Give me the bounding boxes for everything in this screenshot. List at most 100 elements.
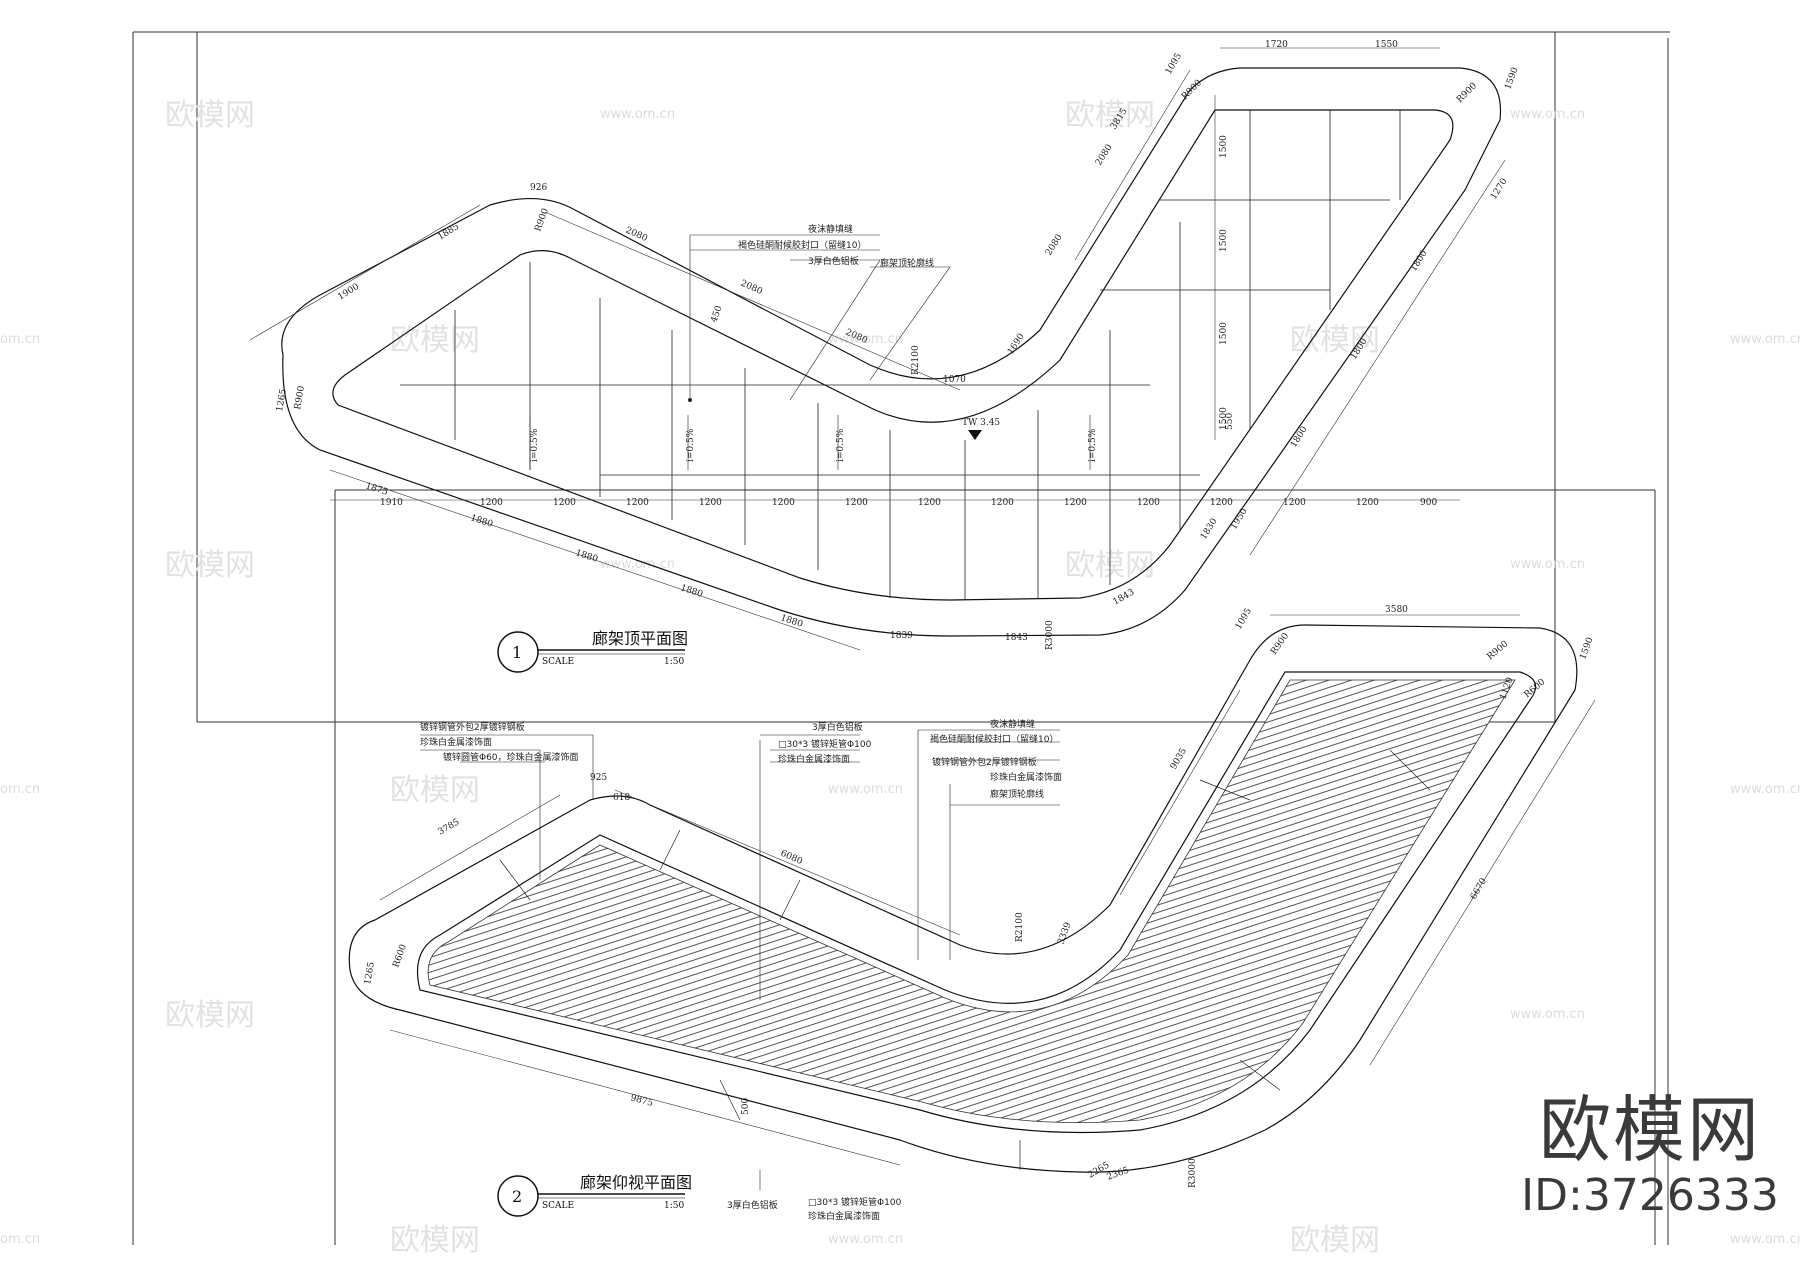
svg-text:R600: R600 [1523, 677, 1548, 700]
svg-text:1265: 1265 [363, 961, 377, 986]
svg-text:6670: 6670 [1469, 876, 1489, 901]
svg-text:3339: 3339 [1056, 921, 1073, 946]
svg-text:www.om.cn: www.om.cn [828, 782, 903, 797]
svg-text:1880: 1880 [574, 548, 599, 565]
svg-text:1200: 1200 [918, 498, 941, 508]
svg-text:R900: R900 [293, 385, 307, 411]
svg-text:2080: 2080 [624, 226, 649, 245]
svg-text:900: 900 [1420, 498, 1437, 508]
svg-text:1500: 1500 [1219, 322, 1229, 345]
svg-text:1500: 1500 [1219, 135, 1229, 158]
svg-text:om.cn: om.cn [0, 782, 40, 797]
roof-plan-title: 1 廊架顶平面图 SCALE 1:50 [497, 629, 688, 673]
svg-text:9035: 9035 [1169, 746, 1189, 771]
svg-text:926: 926 [530, 183, 547, 193]
svg-text:欧模网: 欧模网 [390, 1223, 480, 1258]
brand-id: ID:3726333 [1521, 1170, 1779, 1221]
ceiling-leader-notes: 镀锌钢管外包2厚镀锌钢板 珍珠白金属漆饰面 镀锌圆管Φ60，珍珠白金属漆饰面 3… [420, 718, 1062, 1222]
brand-watermark: 欧模网 ID:3726333 [1510, 1090, 1790, 1222]
svg-text:SCALE: SCALE [542, 657, 574, 667]
svg-text:1200: 1200 [626, 498, 649, 508]
ceiling-plan-title: 2 廊架仰视平面图 SCALE 1:50 [497, 1173, 692, 1217]
svg-text:1200: 1200 [1283, 498, 1306, 508]
svg-text:1843: 1843 [1112, 587, 1137, 607]
svg-text:TW 3.45: TW 3.45 [962, 418, 1000, 428]
svg-text:褐色硅酮耐候胶封口（留缝10）: 褐色硅酮耐候胶封口（留缝10） [738, 239, 866, 251]
svg-text:www.om.cn: www.om.cn [600, 107, 675, 122]
svg-text:R2100: R2100 [911, 345, 921, 375]
ceiling-beam-marks [499, 749, 1431, 1170]
svg-text:1200: 1200 [845, 498, 868, 508]
svg-text:欧模网: 欧模网 [165, 548, 255, 583]
svg-text:2080: 2080 [739, 279, 764, 298]
svg-text:珍珠白金属漆饰面: 珍珠白金属漆饰面 [808, 1210, 880, 1222]
svg-text:R900: R900 [533, 207, 551, 233]
svg-text:1200: 1200 [480, 498, 503, 508]
svg-text:2080: 2080 [1044, 233, 1065, 258]
svg-text:450: 450 [709, 304, 724, 324]
svg-text:1720: 1720 [1265, 40, 1288, 50]
svg-text:欧模网: 欧模网 [390, 323, 480, 358]
svg-text:om.cn: om.cn [0, 332, 40, 347]
svg-text:SCALE: SCALE [542, 1201, 574, 1211]
svg-text:www.om.cn: www.om.cn [828, 1232, 903, 1247]
ceiling-slat-area [427, 679, 1516, 1124]
svg-text:1500: 1500 [1219, 407, 1229, 430]
svg-text:1880: 1880 [679, 583, 704, 600]
svg-text:欧模网: 欧模网 [1290, 323, 1380, 358]
svg-text:珍珠白金属漆饰面: 珍珠白金属漆饰面 [778, 753, 850, 765]
svg-text:夜沫静填缝: 夜沫静填缝 [808, 223, 853, 235]
roof-slope-marks: i=0.5% i=0.5% i=0.5% i=0.5% [529, 415, 1098, 470]
svg-text:1800: 1800 [1409, 249, 1430, 274]
svg-text:1875: 1875 [364, 481, 389, 498]
svg-text:3厚白色铝板: 3厚白色铝板 [812, 721, 863, 733]
svg-text:R3000: R3000 [1188, 1158, 1198, 1188]
svg-text:1200: 1200 [553, 498, 576, 508]
svg-text:3785: 3785 [437, 817, 462, 837]
svg-text:www.om.cn: www.om.cn [1510, 557, 1585, 572]
drawing-number-circle [497, 631, 539, 673]
roof-grid-lines [400, 110, 1401, 600]
svg-text:欧模网: 欧模网 [1290, 1223, 1380, 1258]
roof-dimension-lines [249, 47, 1506, 651]
svg-text:廊架仰视平面图: 廊架仰视平面图 [580, 1173, 692, 1192]
svg-text:珍珠白金属漆饰面: 珍珠白金属漆饰面 [420, 736, 492, 748]
svg-text:i=0.5%: i=0.5% [530, 428, 540, 462]
svg-text:i=0.5%: i=0.5% [1088, 428, 1098, 462]
svg-text:1839: 1839 [890, 631, 913, 641]
svg-text:www.om.cn: www.om.cn [1730, 1232, 1800, 1247]
svg-text:褐色硅酮耐候胶封口（留缝10）: 褐色硅酮耐候胶封口（留缝10） [930, 733, 1058, 745]
svg-text:1950: 1950 [1229, 507, 1250, 532]
drawing-number-circle [497, 1175, 539, 1217]
svg-text:1910: 1910 [380, 498, 403, 508]
svg-text:www.om.cn: www.om.cn [1510, 1007, 1585, 1022]
svg-text:廊架顶轮廓线: 廊架顶轮廓线 [990, 788, 1044, 800]
sheet-frames [132, 31, 1670, 1245]
svg-text:1200: 1200 [1137, 498, 1160, 508]
svg-text:镀锌钢管外包2厚镀锌钢板: 镀锌钢管外包2厚镀锌钢板 [420, 721, 525, 733]
svg-text:1590: 1590 [1578, 636, 1595, 661]
svg-text:□30*3 镀锌矩管Φ100: □30*3 镀锌矩管Φ100 [808, 1196, 902, 1208]
svg-text:www.om.cn: www.om.cn [1510, 107, 1585, 122]
elevation-marker: TW 3.45 [962, 418, 1000, 440]
svg-text:廊架顶平面图: 廊架顶平面图 [592, 629, 688, 648]
svg-text:3580: 3580 [1385, 605, 1408, 615]
svg-text:2080: 2080 [1094, 143, 1115, 168]
svg-text:镀锌圆管Φ60，珍珠白金属漆饰面: 镀锌圆管Φ60，珍珠白金属漆饰面 [443, 751, 579, 763]
svg-text:□30*3 镀锌矩管Φ100: □30*3 镀锌矩管Φ100 [778, 738, 872, 750]
leader-dot [688, 398, 692, 402]
svg-text:1095: 1095 [1234, 606, 1254, 631]
svg-text:1550: 1550 [1375, 40, 1398, 50]
svg-text:i=0.5%: i=0.5% [686, 428, 696, 462]
svg-text:欧模网: 欧模网 [165, 98, 255, 133]
svg-text:1500: 1500 [1219, 229, 1229, 252]
roof-outer-outline [281, 67, 1502, 637]
svg-text:3厚白色铝板: 3厚白色铝板 [808, 255, 859, 267]
ceiling-plan: 3580 3785 6080 9035 6670 9875 2365 R600 … [348, 605, 1596, 1222]
svg-text:3厚白色铝板: 3厚白色铝板 [727, 1199, 778, 1211]
svg-text:i=0.5%: i=0.5% [836, 428, 846, 462]
svg-text:1265: 1265 [275, 388, 289, 413]
svg-text:2: 2 [512, 1187, 522, 1206]
svg-text:925: 925 [590, 773, 607, 783]
